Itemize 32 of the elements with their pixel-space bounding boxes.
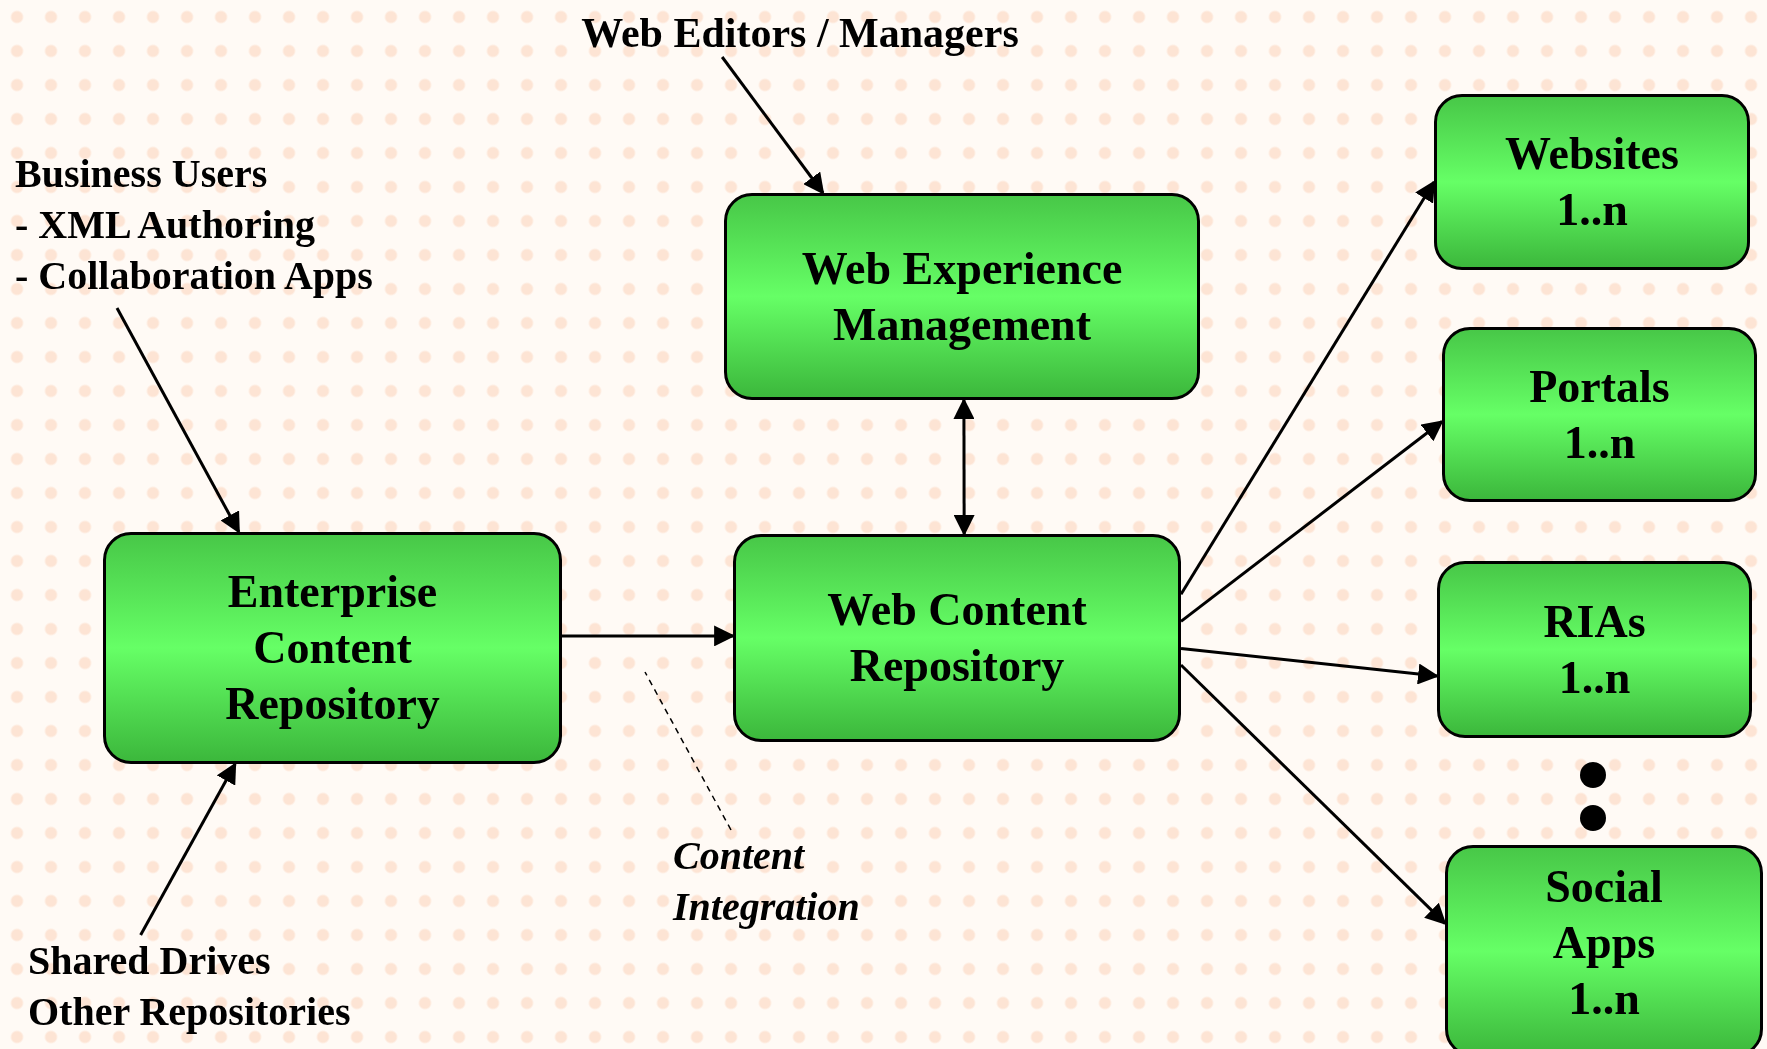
arrow — [1179, 663, 1447, 925]
process-box — [103, 532, 562, 764]
text-label: Web Editors / Managers — [580, 9, 1020, 58]
arrow — [720, 56, 825, 195]
box-label: Enterprise Content Repository — [224, 565, 441, 731]
box-label: 1..n — [1563, 415, 1636, 470]
leader-line — [644, 671, 732, 831]
text-label: - XML Authoring — [15, 201, 317, 249]
box-label: 1..n — [1568, 972, 1640, 1026]
box-label: Portals — [1529, 359, 1670, 414]
box-label: Social Apps — [1544, 860, 1664, 970]
process-box — [1434, 94, 1750, 270]
arrow — [115, 307, 241, 534]
arrow — [1179, 180, 1436, 596]
box-label: Web Content Repository — [826, 583, 1088, 693]
arrow — [1180, 420, 1444, 623]
box-label: Websites — [1505, 127, 1679, 181]
process-box — [1445, 845, 1763, 1049]
text-label: - Collaboration Apps — [15, 252, 374, 300]
text-label: Other Repositories — [28, 988, 352, 1036]
box-label: Web Experience Management — [800, 241, 1124, 352]
process-box — [1442, 327, 1757, 502]
text-label: Shared Drives — [28, 937, 272, 985]
process-box — [724, 193, 1200, 400]
box-label: 1..n — [1556, 183, 1628, 237]
box-label: 1..n — [1558, 650, 1631, 705]
box-label: RIAs — [1543, 594, 1646, 649]
arrow — [139, 762, 237, 936]
text-label: Content Integration — [673, 832, 861, 931]
process-box — [733, 534, 1181, 742]
text-label: Business Users — [15, 150, 269, 198]
process-box — [1437, 561, 1752, 738]
